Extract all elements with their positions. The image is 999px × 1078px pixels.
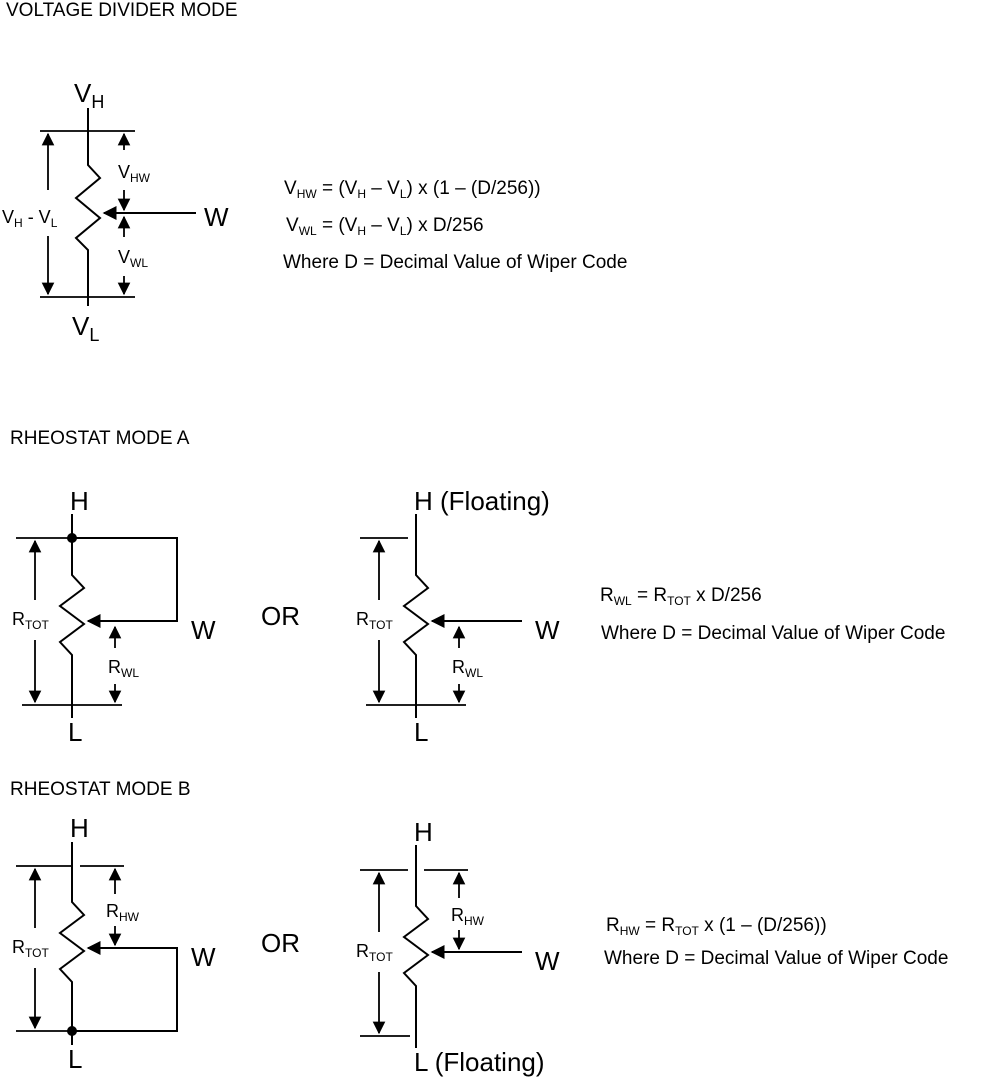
node-l-label: L [68, 717, 82, 747]
rheostat-resistor [402, 514, 430, 718]
wiper-code-note: Where D = Decimal Value of Wiper Code [601, 623, 945, 644]
rhw-label: RHW [451, 905, 485, 928]
wiper-loop [72, 941, 178, 1032]
vhw-label: VHW [118, 162, 151, 185]
rhw-label: RHW [106, 901, 140, 924]
rtot-label: RTOT [356, 609, 393, 632]
rheostat-b-right-diagram: H L (Floating) W RTOT RHW [356, 817, 560, 1077]
wiper-loop [72, 537, 178, 628]
equation-rwl: RWL = RTOT x D/256 [600, 585, 762, 608]
rtot-label: RTOT [356, 941, 393, 964]
voltage-divider-section: VOLTAGE DIVIDER MODE VH VL W VH - VL VHW… [2, 0, 627, 345]
section-title-rheostat-b: RHEOSTAT MODE B [10, 779, 191, 800]
node-h-floating-label: H (Floating) [414, 486, 550, 516]
rheostat-resistor [58, 514, 86, 718]
node-vl-label: VL [72, 311, 99, 345]
rwl-label: RWL [452, 657, 483, 680]
rheostat-mode-b-section: RHEOSTAT MODE B H L W RTOT RHW OR H L (F… [10, 779, 948, 1077]
wiper-code-note: Where D = Decimal Value of Wiper Code [604, 948, 948, 969]
node-w-label: W [204, 202, 229, 232]
rtot-label: RTOT [12, 609, 49, 632]
node-w-label: W [191, 942, 216, 972]
node-vh-label: VH [74, 78, 104, 112]
node-w-label: W [191, 615, 216, 645]
rheostat-resistor [58, 842, 86, 1045]
or-label: OR [261, 928, 300, 958]
section-title-voltage-divider: VOLTAGE DIVIDER MODE [6, 0, 238, 21]
node-w-label: W [535, 946, 560, 976]
vh-minus-vl-label: VH - VL [2, 207, 58, 230]
rwl-label: RWL [108, 657, 139, 680]
rheostat-a-right-diagram: H (Floating) L W RTOT RWL [356, 486, 560, 747]
rheostat-a-left-diagram: H L W RTOT RWL [12, 486, 216, 747]
node-l-floating-label: L (Floating) [414, 1047, 545, 1077]
node-h-label: H [70, 813, 89, 843]
node-h-label: H [414, 817, 433, 847]
rheostat-resistor [402, 845, 430, 1048]
wiper-code-note: Where D = Decimal Value of Wiper Code [283, 252, 627, 273]
node-h-label: H [70, 486, 89, 516]
potentiometer-resistor [74, 108, 102, 306]
node-l-label: L [68, 1044, 82, 1074]
rtot-label: RTOT [12, 937, 49, 960]
node-l-label: L [414, 717, 428, 747]
vwl-label: VWL [118, 247, 148, 270]
or-label: OR [261, 601, 300, 631]
equation-rhw: RHW = RTOT x (1 – (D/256)) [606, 915, 827, 938]
rheostat-mode-a-section: RHEOSTAT MODE A H L W RTOT RWL OR H (Flo… [10, 428, 945, 747]
node-w-label: W [535, 615, 560, 645]
section-title-rheostat-a: RHEOSTAT MODE A [10, 428, 190, 449]
rheostat-b-left-diagram: H L W RTOT RHW [12, 813, 216, 1074]
equation-vwl: VWL = (VH – VL) x D/256 [286, 215, 484, 238]
equation-vhw: VHW = (VH – VL) x (1 – (D/256)) [284, 178, 541, 201]
